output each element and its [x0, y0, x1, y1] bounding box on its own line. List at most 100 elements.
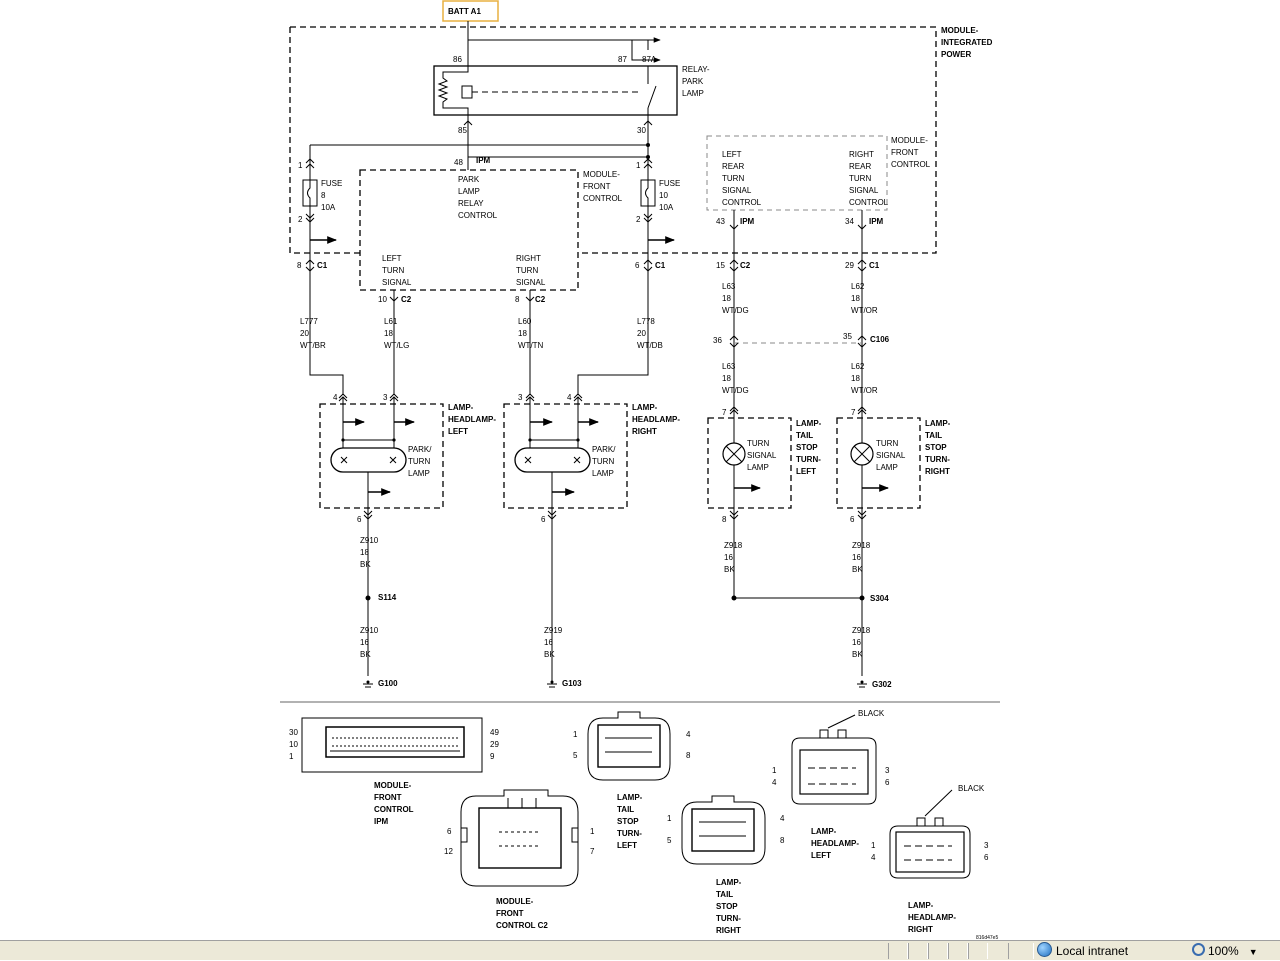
conn-fcm-c2-pin1: 1 — [590, 827, 595, 836]
black1: BLACK — [858, 709, 885, 718]
status-pane — [948, 943, 968, 959]
ipm-boundary — [289, 26, 937, 254]
pin48: 48 — [454, 158, 463, 167]
tl-right-pin7: 7 — [851, 408, 856, 417]
c1-left: C1 — [317, 261, 328, 270]
hl-right-pin3: 3 — [518, 393, 523, 402]
headlamp-right-box — [503, 403, 628, 509]
splice-s114 — [365, 595, 371, 601]
connector-tail-left — [587, 711, 671, 781]
hl-left-pin3: 3 — [383, 393, 388, 402]
relay-pin86: 86 — [453, 55, 462, 64]
c106-36: 36 — [713, 336, 722, 345]
tail-lamp-right-box — [836, 417, 921, 509]
ipm-tag-34: IPM — [869, 217, 884, 226]
c2-a: C2 — [401, 295, 412, 304]
conn-tl-right-pin1: 1 — [667, 814, 672, 823]
c2-c-pin: 15 — [716, 261, 725, 270]
relay-pin30: 30 — [637, 126, 646, 135]
c1-right-pin: 6 — [635, 261, 640, 270]
status-pane — [888, 943, 908, 959]
pin34: 34 — [845, 217, 854, 226]
pin2a: 2 — [298, 215, 303, 224]
zoom-icon — [1192, 943, 1205, 956]
c2-a-pin: 10 — [378, 295, 387, 304]
hl-right-pin4: 4 — [567, 393, 572, 402]
conn-tl-right-pin4: 4 — [780, 814, 785, 823]
ipm-tag-43: IPM — [740, 217, 755, 226]
hl-left-pin6: 6 — [357, 515, 362, 524]
batt-label-box — [442, 0, 499, 22]
pin1b: 1 — [636, 161, 641, 170]
conn-fcm-c2-pin7: 7 — [590, 847, 595, 856]
pin1a: 1 — [298, 161, 303, 170]
conn-tl-right-pin5: 5 — [667, 836, 672, 845]
park-turn-lamp-left — [330, 447, 407, 473]
park-turn-lamp-right — [514, 447, 591, 473]
figure-ref: 816d47e5 — [976, 935, 998, 940]
splice-s304-left — [731, 595, 737, 601]
c1-far-pin: 29 — [845, 261, 854, 270]
c1-left-pin: 8 — [297, 261, 302, 270]
conn-tl-left-pin4: 4 — [686, 730, 691, 739]
conn-fcm-c2-pin12: 12 — [444, 847, 453, 856]
status-pane — [968, 943, 988, 959]
tl-right-pin6: 6 — [850, 515, 855, 524]
status-bar: Local intranet 100% ▼ — [0, 940, 1280, 960]
status-pane — [1008, 943, 1034, 959]
s114: S114 — [378, 593, 397, 602]
c1-far: C1 — [869, 261, 880, 270]
tl-left-pin7: 7 — [722, 408, 727, 417]
conn-tl-left-pin8: 8 — [686, 751, 691, 760]
conn-tl-left-pin5: 5 — [573, 751, 578, 760]
c106-35: 35 — [843, 332, 852, 341]
conn-tl-right-pin8: 8 — [780, 836, 785, 845]
tl-left-pin8: 8 — [722, 515, 727, 524]
status-pane — [928, 943, 948, 959]
batt-label: BATT A1 — [448, 7, 481, 16]
zoom-level: 100% — [1208, 944, 1239, 958]
fcm-boundary — [359, 169, 579, 291]
splice-s304 — [859, 595, 865, 601]
connector-headlamp-right — [889, 789, 971, 879]
conn-tl-left-pin1: 1 — [573, 730, 578, 739]
c2-b: C2 — [535, 295, 546, 304]
zoom-control[interactable]: 100% ▼ — [1192, 942, 1272, 960]
connector-headlamp-left — [791, 714, 877, 805]
chevron-down-icon[interactable]: ▼ — [1248, 947, 1258, 957]
g302: G302 — [872, 680, 892, 689]
globe-icon — [1037, 942, 1052, 957]
security-zone[interactable]: Local intranet — [1037, 942, 1187, 960]
headlamp-right-label: LAMP-HEADLAMP-RIGHT — [632, 403, 680, 436]
fcm-upper-boundary — [706, 135, 888, 211]
connector-tail-right — [681, 795, 766, 865]
